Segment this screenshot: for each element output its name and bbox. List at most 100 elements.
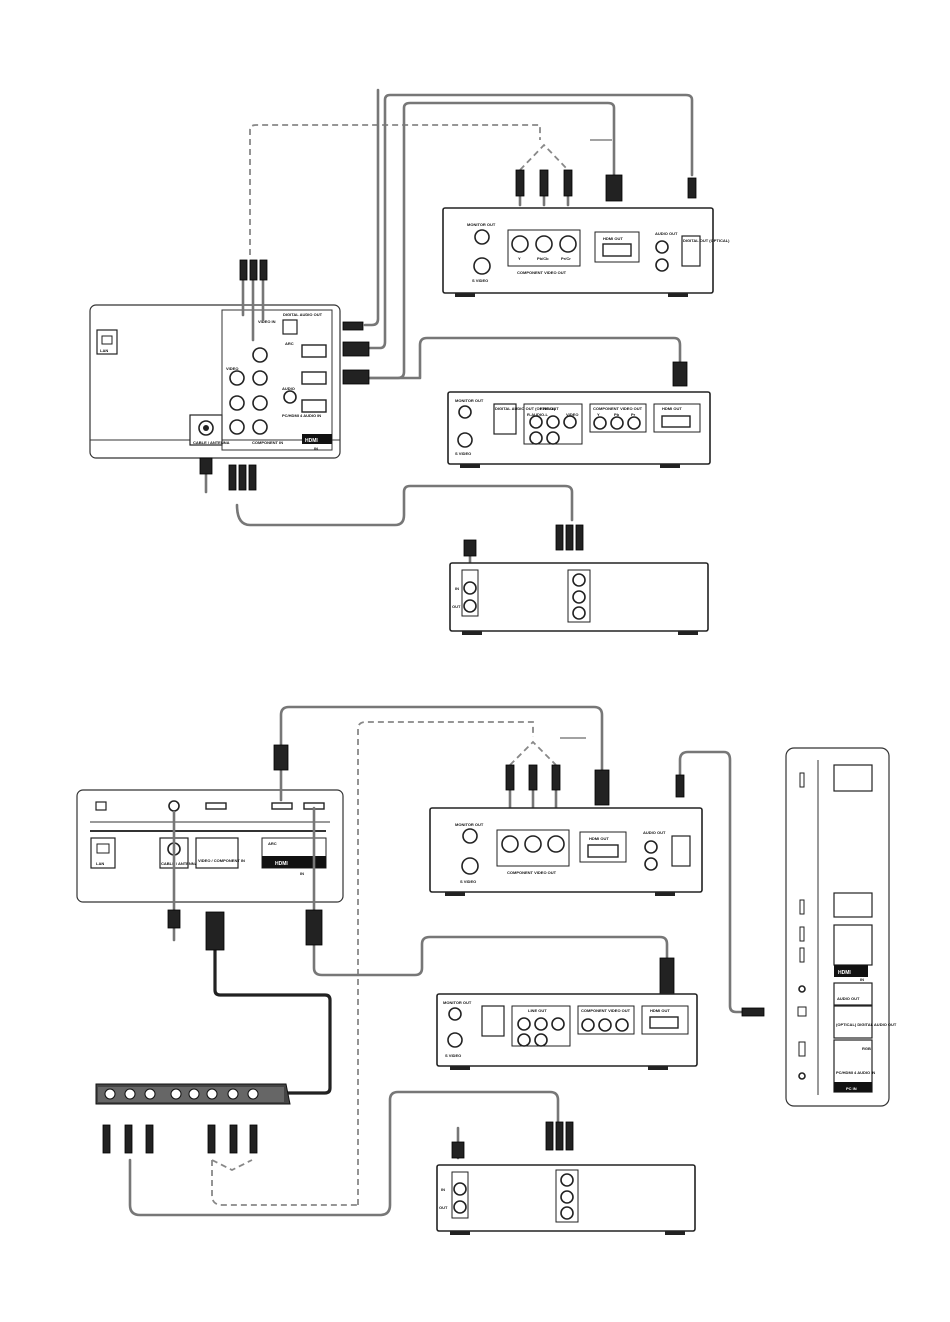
line-out-l2-jack[interactable] [546, 431, 560, 445]
pc-audio-in-jack[interactable] [283, 390, 297, 404]
lan-port[interactable] [90, 837, 116, 869]
component-y-jack[interactable] [581, 1018, 595, 1032]
s-video-jack[interactable] [473, 257, 491, 275]
component-pr-jack[interactable] [229, 419, 245, 435]
s-video-label: S VIDEO [460, 879, 476, 884]
s-video-label: S VIDEO [445, 1053, 461, 1058]
optical-plug [687, 177, 697, 199]
hdmi-side-port[interactable] [833, 924, 873, 966]
audio-out-r-jack[interactable] [644, 857, 658, 871]
vcr-audio-r-jack[interactable] [572, 606, 586, 620]
component-y-jack[interactable] [511, 235, 529, 253]
hdmi-slot-side-1[interactable] [799, 926, 805, 942]
monitor-out-jack[interactable] [458, 405, 472, 419]
line-out-video-jack[interactable] [563, 415, 577, 429]
adapter-jack[interactable] [144, 1088, 156, 1100]
digital-out-port[interactable] [671, 835, 691, 867]
line-out-r2-jack[interactable] [517, 1033, 531, 1047]
component-pr-jack[interactable] [627, 416, 641, 430]
audio-out-r-jack[interactable] [655, 258, 669, 272]
usb-port-1[interactable] [833, 764, 873, 792]
hdmi-out-port[interactable] [587, 844, 619, 858]
audio-r-jack[interactable] [252, 419, 268, 435]
component-pr-jack[interactable] [615, 1018, 629, 1032]
monitor-out-jack[interactable] [474, 229, 490, 245]
hdmi-out-port[interactable] [649, 1016, 679, 1029]
s-video-jack[interactable] [457, 432, 473, 448]
component-plug [515, 169, 525, 197]
rgb-jack[interactable] [798, 1041, 806, 1057]
digital-out-port[interactable] [681, 235, 701, 267]
vcr-out-jack[interactable] [463, 599, 477, 613]
adapter-jack[interactable] [227, 1088, 239, 1100]
audio-out-l-jack[interactable] [655, 240, 669, 254]
pb-label: Pb [614, 412, 620, 417]
vcr-video-out-jack[interactable] [560, 1173, 574, 1187]
usb-slot-2[interactable] [799, 899, 805, 915]
digital-audio-out-port[interactable] [481, 1005, 505, 1037]
line-out-l-jack[interactable] [546, 415, 560, 429]
usb-port-2[interactable] [833, 892, 873, 918]
component-video-out-label: COMPONENT VIDEO OUT [581, 1008, 631, 1013]
adapter-jack[interactable] [188, 1088, 200, 1100]
vcr-in-jack[interactable] [463, 581, 477, 595]
line-out-r2-jack[interactable] [529, 431, 543, 445]
video-in-audio-l-jack[interactable] [252, 370, 268, 386]
adapter-jack[interactable] [206, 1088, 218, 1100]
hdmi-out-port[interactable] [602, 243, 632, 257]
component-y-jack[interactable] [501, 835, 519, 853]
digital-audio-out-port[interactable] [493, 403, 517, 435]
s-video-jack[interactable] [447, 1032, 463, 1048]
line-out-l-jack[interactable] [534, 1017, 548, 1031]
video-component-in-port[interactable] [195, 837, 239, 869]
component-pb-jack[interactable] [535, 235, 553, 253]
line-out-l2-jack[interactable] [534, 1033, 548, 1047]
monitor-out-jack[interactable] [448, 1007, 462, 1021]
digital-audio-out-port[interactable] [282, 319, 298, 335]
pc-audio-in-jack[interactable] [798, 1072, 806, 1080]
video-in-jack[interactable] [252, 347, 268, 363]
adapter-jack[interactable] [104, 1088, 116, 1100]
hdmi-out-port[interactable] [661, 415, 691, 428]
s-video-jack[interactable] [461, 857, 479, 875]
component-port-top[interactable] [205, 802, 227, 810]
coax-plug [167, 909, 181, 929]
hdmi-slot-side-2[interactable] [799, 947, 805, 963]
vcr-in-jack[interactable] [453, 1182, 467, 1196]
component-y-jack[interactable] [229, 395, 245, 411]
line-out-video-jack[interactable] [551, 1017, 565, 1031]
vcr-in-label: IN [441, 1187, 445, 1192]
hdmi-in-3[interactable] [301, 399, 327, 413]
pb-label: Pb/Cb [537, 256, 549, 261]
vcr-video-out-jack[interactable] [572, 573, 586, 587]
vcr-audio-r-jack[interactable] [560, 1206, 574, 1220]
line-out-r-jack[interactable] [529, 415, 543, 429]
component-plug [259, 259, 268, 281]
component-y-jack[interactable] [593, 416, 607, 430]
hdmi-in-1[interactable] [301, 344, 327, 358]
usb-slot-1[interactable] [799, 772, 805, 788]
optical-out-jack[interactable] [797, 1006, 807, 1017]
hdmi-port-top-1[interactable] [271, 802, 293, 810]
component-pb-jack[interactable] [598, 1018, 612, 1032]
antenna-port-top[interactable] [168, 800, 180, 812]
component-pr-jack[interactable] [559, 235, 577, 253]
hdmi-in-2[interactable] [301, 371, 327, 385]
line-out-r-jack[interactable] [517, 1017, 531, 1031]
monitor-out-jack[interactable] [462, 828, 478, 844]
adapter-jack[interactable] [124, 1088, 136, 1100]
component-pr-jack[interactable] [547, 835, 565, 853]
adapter-jack[interactable] [170, 1088, 182, 1100]
vcr-out-jack[interactable] [453, 1200, 467, 1214]
component-pb-jack[interactable] [524, 835, 542, 853]
video-jack[interactable] [229, 370, 245, 386]
vcr-audio-l-jack[interactable] [560, 1190, 574, 1204]
vcr-audio-l-jack[interactable] [572, 590, 586, 604]
hdmi-plug [273, 744, 289, 771]
component-pb-jack[interactable] [610, 416, 624, 430]
adapter-jack[interactable] [247, 1088, 259, 1100]
audio-out-l-jack[interactable] [644, 840, 658, 854]
audio-out-jack[interactable] [798, 985, 806, 993]
component-pb-jack[interactable] [252, 395, 268, 411]
